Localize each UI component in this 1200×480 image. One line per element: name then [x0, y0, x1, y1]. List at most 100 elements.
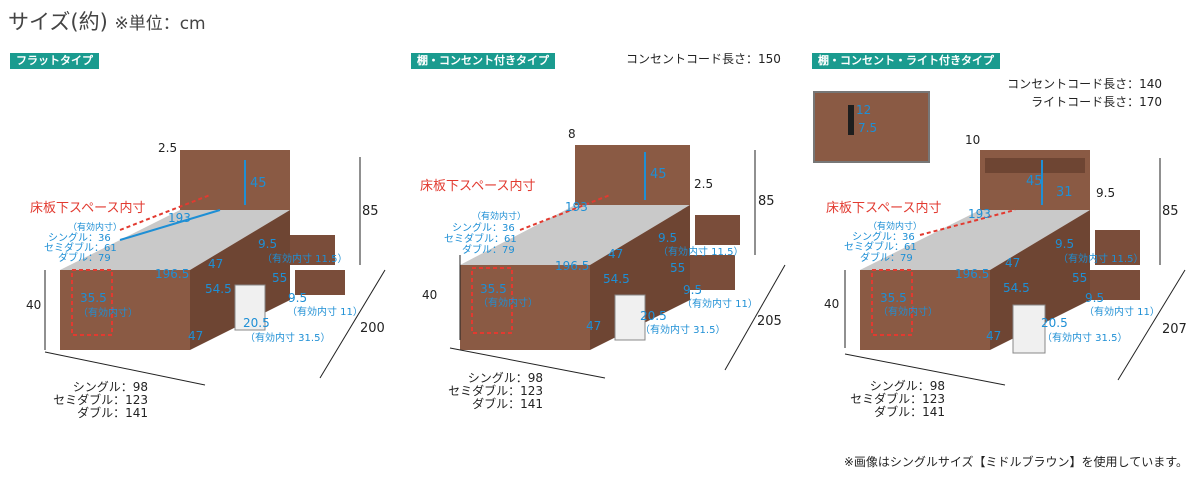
drawer2-height-label: 9.5 [683, 283, 702, 297]
length-total-label: 207 [1162, 322, 1187, 337]
width-double-label: ダブル：79 [860, 251, 913, 264]
effective-label: （有効内寸） [868, 220, 922, 232]
bottom-47-label: 47 [586, 319, 601, 333]
bottom-width-single: シングル：98 [468, 371, 543, 385]
headboard-thickness-label: 8 [568, 127, 576, 141]
shelf-height-label: 31 [1056, 185, 1073, 200]
bottom-width-semi-double: セミダブル：123 [850, 391, 945, 406]
drawer1-effective-label: （有効内寸 11.5） [262, 252, 347, 265]
base-effective-label: （有効内寸 31.5） [245, 331, 330, 344]
space-effective-label: （有効内寸） [878, 305, 938, 318]
drawer2-width-label: 55 [1072, 271, 1087, 285]
width-double-label: ダブル：79 [462, 243, 515, 256]
depth-47-top-label: 47 [608, 247, 623, 261]
side-thickness-label: 2.5 [694, 177, 713, 191]
inner-space-label: 床板下スペース内寸 [420, 178, 535, 194]
drawer2-effective-label: （有効内寸 11） [682, 297, 758, 310]
drawer2-height-label: 9.5 [288, 291, 307, 305]
base-effective-label: （有効内寸 31.5） [1042, 331, 1127, 344]
base-height-label: 20.5 [640, 309, 667, 323]
bottom-width-double: ダブル：141 [472, 396, 543, 411]
inset-a-label: 12 [856, 103, 871, 117]
space-effective-label: （有効内寸） [78, 306, 138, 319]
headboard-height-label: 45 [650, 167, 667, 182]
inset-detail [813, 91, 930, 163]
base-height-label: 20.5 [1041, 316, 1068, 330]
effective-label: （有効内寸） [68, 221, 122, 233]
total-height-label: 85 [758, 194, 775, 209]
bed-illustration [813, 91, 1186, 386]
footnote: ※画像はシングルサイズ【ミドルブラウン】を使用しています。 [843, 455, 1188, 469]
outlet-cord-note-2: コンセントコード長さ：150 [626, 52, 781, 66]
base-height-label: 20.5 [243, 316, 270, 330]
bed-illustration [44, 150, 386, 386]
bottom-47-label: 47 [188, 329, 203, 343]
height-40-label: 40 [422, 288, 437, 302]
unit-note: ※単位：cm [114, 14, 206, 34]
inset-b-label: 7.5 [858, 121, 877, 135]
effective-label: （有効内寸） [472, 210, 526, 222]
width-semi-double-label: セミダブル：61 [444, 232, 517, 245]
drawer2-width-label: 55 [272, 271, 287, 285]
length-total-label: 200 [360, 321, 385, 336]
length-top-label: 193 [565, 200, 588, 214]
headboard-height-label: 45 [1026, 174, 1043, 189]
bottom-width-double: ダブル：141 [874, 404, 945, 419]
tag-shelf-outlet-type: 棚・コンセント付きタイプ [411, 53, 555, 69]
height-40-label: 40 [26, 298, 41, 312]
tag-flat-type: フラットタイプ [10, 53, 99, 69]
width-semi-double-label: セミダブル：61 [44, 241, 117, 254]
space-height-label: 35.5 [80, 291, 107, 305]
bottom-width-semi-double: セミダブル：123 [448, 383, 543, 398]
length-top-label: 193 [968, 207, 991, 221]
width-double-label: ダブル：79 [58, 251, 111, 264]
bed-diagram-flat: 2.5 45 85 床板下スペース内寸 193 （有効内寸） シングル：36 セ… [26, 141, 386, 420]
drawer-depth-label: 54.5 [205, 282, 232, 296]
side-thickness-label: 9.5 [1096, 186, 1115, 200]
depth-47-top-label: 47 [1005, 256, 1020, 270]
drawer1-effective-label: （有効内寸 11.5） [1058, 252, 1143, 265]
drawer2-height-label: 9.5 [1085, 291, 1104, 305]
title-text: サイズ(約) [8, 10, 108, 34]
page-title: サイズ(約) ※単位：cm [8, 6, 206, 36]
drawer-depth-label: 54.5 [1003, 281, 1030, 295]
headboard-thickness-label: 10 [965, 133, 980, 147]
drawer1-label: 9.5 [258, 237, 277, 251]
space-height-label: 35.5 [480, 282, 507, 296]
light-cord-note-3: ライトコード長さ：170 [1031, 95, 1162, 109]
drawer1-label: 9.5 [658, 231, 677, 245]
inner-space-label: 床板下スペース内寸 [826, 200, 941, 216]
bed-illustration [449, 145, 786, 379]
tag-shelf-outlet-light-type: 棚・コンセント・ライト付きタイプ [812, 53, 1000, 69]
drawer2-effective-label: （有効内寸 11） [1084, 305, 1160, 318]
width-single-label: シングル：36 [452, 221, 515, 234]
space-height-label: 35.5 [880, 291, 907, 305]
drawer1-label: 9.5 [1055, 237, 1074, 251]
inner-space-label: 床板下スペース内寸 [30, 200, 145, 216]
width-single-label: シングル：36 [48, 231, 111, 244]
bed-diagram-shelf-outlet-light: 12 7.5 10 45 31 9.5 85 床板下スペース内寸 193 （有効… [813, 91, 1187, 419]
space-effective-label: （有効内寸） [478, 296, 538, 309]
drawer-depth-label: 54.5 [603, 272, 630, 286]
length-total-label: 205 [757, 314, 782, 329]
bottom-47-label: 47 [986, 329, 1001, 343]
bottom-width-single: シングル：98 [870, 379, 945, 393]
total-height-label: 85 [1162, 204, 1179, 219]
floor-length-label: 196.5 [555, 259, 589, 273]
total-height-label: 85 [362, 204, 379, 219]
depth-47-top-label: 47 [208, 257, 223, 271]
length-top-label: 193 [168, 211, 191, 225]
drawer2-effective-label: （有効内寸 11） [287, 305, 363, 318]
height-40-label: 40 [824, 297, 839, 311]
floor-length-label: 196.5 [155, 267, 189, 281]
floor-length-label: 196.5 [955, 267, 989, 281]
outlet-cord-note-3: コンセントコード長さ：140 [1007, 77, 1162, 91]
bed-diagram-shelf-outlet: 8 45 2.5 85 床板下スペース内寸 193 （有効内寸） シングル：36… [420, 127, 786, 411]
base-effective-label: （有効内寸 31.5） [640, 323, 725, 336]
headboard-thickness-label: 2.5 [158, 141, 177, 155]
bottom-width-semi-double: セミダブル：123 [53, 392, 148, 407]
headboard-height-label: 45 [250, 176, 267, 191]
width-semi-double-label: セミダブル：61 [844, 240, 917, 253]
drawer2-width-label: 55 [670, 261, 685, 275]
drawer1-effective-label: （有効内寸 11.5） [658, 245, 743, 258]
